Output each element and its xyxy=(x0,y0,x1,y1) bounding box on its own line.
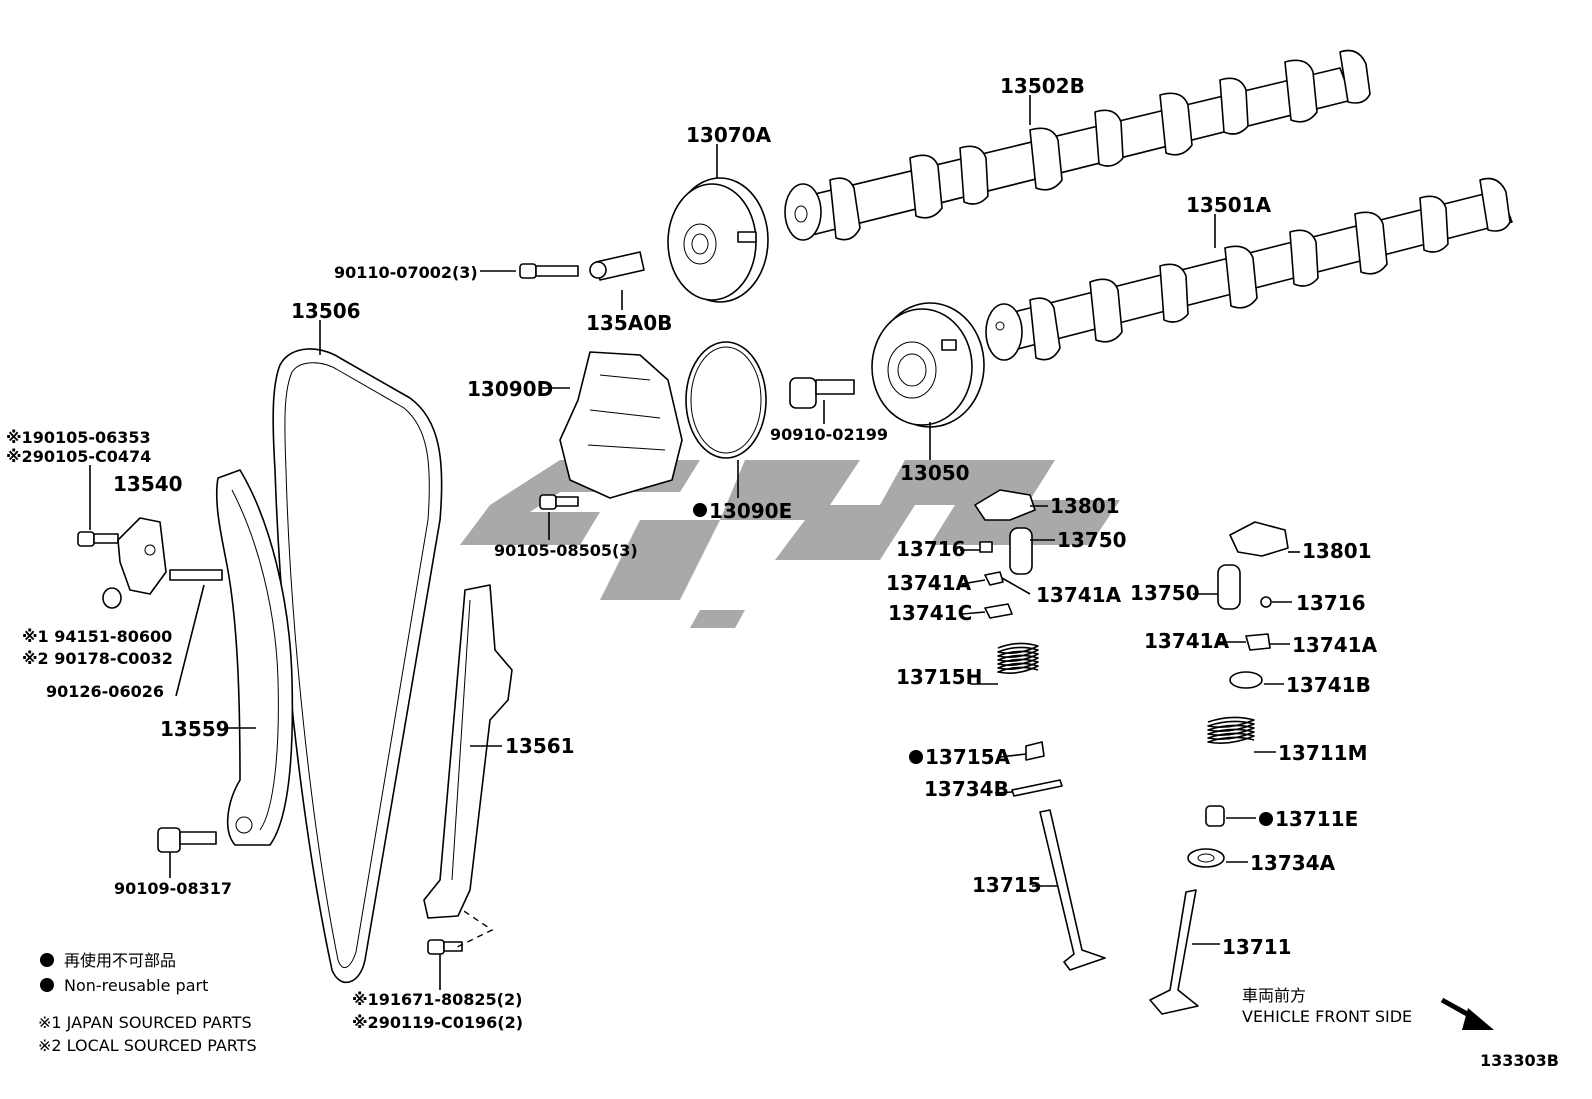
label-90910-02199[interactable]: 90910-02199 xyxy=(770,425,888,444)
label-13734a[interactable]: 13734A xyxy=(1250,851,1336,875)
label-13734b[interactable]: 13734B xyxy=(924,777,1009,801)
label-13741a-right-a[interactable]: 13741A xyxy=(1036,583,1122,607)
valve-13711[interactable] xyxy=(1149,889,1199,1015)
label-13090d[interactable]: 13090D xyxy=(467,377,553,401)
spring-seat-13734a[interactable] xyxy=(1187,848,1225,868)
label-90105-06353[interactable]: ※190105-06353 xyxy=(6,428,151,447)
camshaft-13502b[interactable] xyxy=(784,49,1371,241)
direction-jp: 車両前方 xyxy=(1242,986,1306,1005)
label-13716-b[interactable]: 13716 xyxy=(1296,591,1366,615)
label-13561[interactable]: 13561 xyxy=(505,734,575,758)
label-13711[interactable]: 13711 xyxy=(1222,935,1292,959)
legend-local-sourced: ※2 LOCAL SOURCED PARTS xyxy=(38,1036,257,1055)
bolt-90910-02199[interactable] xyxy=(789,377,855,409)
valve-cap-13716-b[interactable] xyxy=(1260,596,1272,608)
label-13741a-left-b[interactable]: 13741A xyxy=(1144,629,1230,653)
label-13050[interactable]: 13050 xyxy=(900,461,970,485)
part-labels: 13502B 13501A 13070A 13050 90110-07002(3… xyxy=(6,74,1378,1032)
vehicle-front-indicator: 車両前方 VEHICLE FRONT SIDE xyxy=(1242,986,1494,1030)
label-90109-08317[interactable]: 90109-08317 xyxy=(114,879,232,898)
leader-lines xyxy=(89,95,1300,990)
label-13741a-left-a[interactable]: 13741A xyxy=(886,571,972,595)
diagram-id: 133303B xyxy=(1480,1051,1559,1070)
label-94151-80600[interactable]: ※1 94151-80600 xyxy=(22,627,172,646)
legend-japan-sourced: ※1 JAPAN SOURCED PARTS xyxy=(38,1013,252,1032)
label-13750-b[interactable]: 13750 xyxy=(1130,581,1200,605)
nonreusable-dot-icon xyxy=(909,750,923,764)
label-90105-08505[interactable]: 90105-08505(3) xyxy=(494,541,638,560)
keeper-13741a-b[interactable] xyxy=(1245,633,1271,651)
valve-seal-13711e[interactable] xyxy=(1205,805,1225,827)
label-90178-c0032[interactable]: ※2 90178-C0032 xyxy=(22,649,173,668)
valve-seal-13715a[interactable] xyxy=(1025,741,1045,761)
label-13090e[interactable]: 13090E xyxy=(709,499,792,523)
label-135a0b[interactable]: 135A0B xyxy=(586,311,672,335)
label-13540[interactable]: 13540 xyxy=(113,472,183,496)
lash-adjuster-13750-b[interactable] xyxy=(1217,564,1241,610)
label-13711m[interactable]: 13711M xyxy=(1278,741,1367,765)
vvt-oil-control-valve-135a0b[interactable] xyxy=(589,251,645,281)
bolt-90109-08317[interactable] xyxy=(157,827,217,853)
label-13506[interactable]: 13506 xyxy=(291,299,361,323)
keeper-13741a-a[interactable] xyxy=(984,571,1004,586)
legend-nonreusable-en: Non-reusable part xyxy=(64,976,208,995)
arrow-down-right-icon xyxy=(1440,997,1494,1030)
camshaft-gear-13070a[interactable] xyxy=(667,177,769,303)
rocker-arm-13801-b[interactable] xyxy=(1229,521,1289,557)
label-13502b[interactable]: 13502B xyxy=(1000,74,1085,98)
timing-cover-13090d[interactable] xyxy=(559,351,683,499)
camshaft-gear-13050[interactable] xyxy=(871,302,985,428)
label-13801-a[interactable]: 13801 xyxy=(1050,494,1120,518)
spring-seat-13734b[interactable] xyxy=(1011,779,1063,797)
label-13801-b[interactable]: 13801 xyxy=(1302,539,1372,563)
bolt-90105-06353[interactable] xyxy=(77,531,119,547)
chain-damper-13561[interactable] xyxy=(423,584,513,919)
rocker-arm-13801-a[interactable] xyxy=(974,489,1036,521)
retainer-13741b[interactable] xyxy=(1229,671,1263,689)
valve-cap-13716-a[interactable] xyxy=(979,541,993,553)
nonreusable-dot-icon xyxy=(693,503,707,517)
label-13070a[interactable]: 13070A xyxy=(686,123,772,147)
nonreusable-dot-icon xyxy=(40,978,54,992)
nut-94151-80600[interactable] xyxy=(102,587,122,609)
timing-chain-13506[interactable] xyxy=(272,348,443,984)
bolt-90105-08505[interactable] xyxy=(539,494,579,510)
retainer-13741c[interactable] xyxy=(984,603,1013,619)
label-13750-a[interactable]: 13750 xyxy=(1057,528,1127,552)
label-13559[interactable]: 13559 xyxy=(160,717,230,741)
lash-adjuster-13750-a[interactable] xyxy=(1009,527,1033,575)
label-13715h[interactable]: 13715H xyxy=(896,665,982,689)
direction-en: VEHICLE FRONT SIDE xyxy=(1242,1007,1412,1026)
label-13715[interactable]: 13715 xyxy=(972,873,1042,897)
camshaft-13501a[interactable] xyxy=(985,177,1513,361)
valve-spring-13715h[interactable] xyxy=(997,642,1039,674)
bolt-90110-07002[interactable] xyxy=(519,263,579,279)
label-13741c[interactable]: 13741C xyxy=(888,601,972,625)
label-90126-06026[interactable]: 90126-06026 xyxy=(46,682,164,701)
bolt-91671-80825[interactable] xyxy=(427,904,494,955)
valve-13715[interactable] xyxy=(1039,809,1106,971)
legend-nonreusable-jp: 再使用不可部品 xyxy=(64,951,176,970)
stud-90126-06026[interactable] xyxy=(169,569,223,581)
label-13741a-right-b[interactable]: 13741A xyxy=(1292,633,1378,657)
label-13501a[interactable]: 13501A xyxy=(1186,193,1272,217)
label-90105-c0474[interactable]: ※290105-C0474 xyxy=(6,447,151,466)
valve-spring-13711m[interactable] xyxy=(1207,716,1255,744)
nonreusable-dot-icon xyxy=(40,953,54,967)
label-13716-a[interactable]: 13716 xyxy=(896,537,966,561)
label-90110-07002[interactable]: 90110-07002(3) xyxy=(334,263,478,282)
label-13741b[interactable]: 13741B xyxy=(1286,673,1371,697)
label-91671-80825[interactable]: ※191671-80825(2) xyxy=(352,990,522,1009)
label-13711e[interactable]: 13711E xyxy=(1275,807,1358,831)
label-90119-c0196[interactable]: ※290119-C0196(2) xyxy=(352,1013,523,1032)
label-13715a[interactable]: 13715A xyxy=(925,745,1011,769)
legend: 再使用不可部品 Non-reusable part ※1 JAPAN SOURC… xyxy=(38,951,257,1055)
gasket-13090e[interactable] xyxy=(685,341,767,459)
nonreusable-dot-icon xyxy=(1259,812,1273,826)
chain-tensioner-13540[interactable] xyxy=(117,517,167,595)
chain-slipper-13559[interactable] xyxy=(215,469,294,846)
